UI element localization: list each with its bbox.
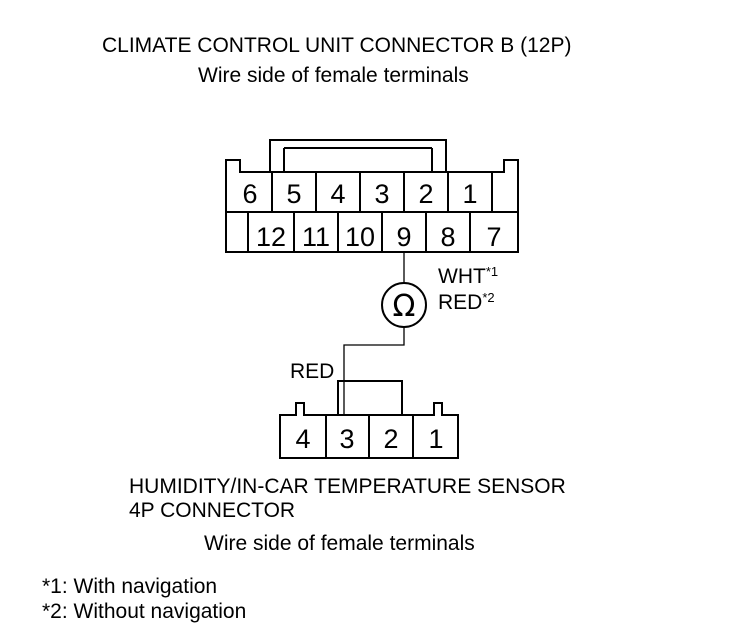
ohmmeter-circle <box>381 282 427 328</box>
pin-label: 11 <box>302 222 330 252</box>
pin-label: 10 <box>345 222 375 252</box>
pin-label: 1 <box>462 179 477 209</box>
wire-lower <box>343 327 405 415</box>
ohm-icon: Ω <box>393 289 416 324</box>
bottom-connector-title-line2: 4P CONNECTOR <box>129 499 296 522</box>
bottom-connector-pins: 4 3 2 1 <box>295 424 443 454</box>
footnote-2: *2: Without navigation <box>42 600 247 623</box>
top-connector-latch <box>269 139 447 173</box>
pin-label: 2 <box>383 424 398 454</box>
wire-color-red-top: RED*2 <box>438 290 495 314</box>
pin-label: 7 <box>486 222 501 252</box>
top-connector-row2: 12 11 10 9 8 7 <box>256 222 502 252</box>
wire-color-wht: WHT*1 <box>438 264 498 288</box>
pin-label: 9 <box>396 222 411 252</box>
bottom-connector-title: HUMIDITY/IN-CAR TEMPERATURE SENSOR <box>129 475 566 498</box>
pin-label: 6 <box>242 179 257 209</box>
test-wires <box>343 252 405 415</box>
bottom-connector-body <box>279 402 459 459</box>
pin-label: 4 <box>295 424 310 454</box>
bottom-connector-latch <box>337 380 403 415</box>
footnote-1: *1: With navigation <box>42 575 218 598</box>
pin-label: 5 <box>286 179 301 209</box>
pin-label: 4 <box>330 179 345 209</box>
wire-color-red-bottom: RED <box>290 360 334 383</box>
pin-label: 1 <box>428 424 443 454</box>
bottom-connector <box>279 380 459 459</box>
pin-label: 12 <box>256 222 286 252</box>
top-connector-body <box>225 159 519 253</box>
top-connector-title: CLIMATE CONTROL UNIT CONNECTOR B (12P) <box>102 34 572 57</box>
pin-label: 3 <box>339 424 354 454</box>
bottom-connector-subtitle: Wire side of female terminals <box>204 532 475 555</box>
ohmmeter: Ω <box>381 282 427 328</box>
top-connector-row1: 6 5 4 3 2 1 <box>242 179 477 209</box>
pin-label: 3 <box>374 179 389 209</box>
top-connector <box>225 139 519 253</box>
pin-label: 2 <box>418 179 433 209</box>
top-connector-subtitle: Wire side of female terminals <box>198 64 469 87</box>
pin-label: 8 <box>440 222 455 252</box>
